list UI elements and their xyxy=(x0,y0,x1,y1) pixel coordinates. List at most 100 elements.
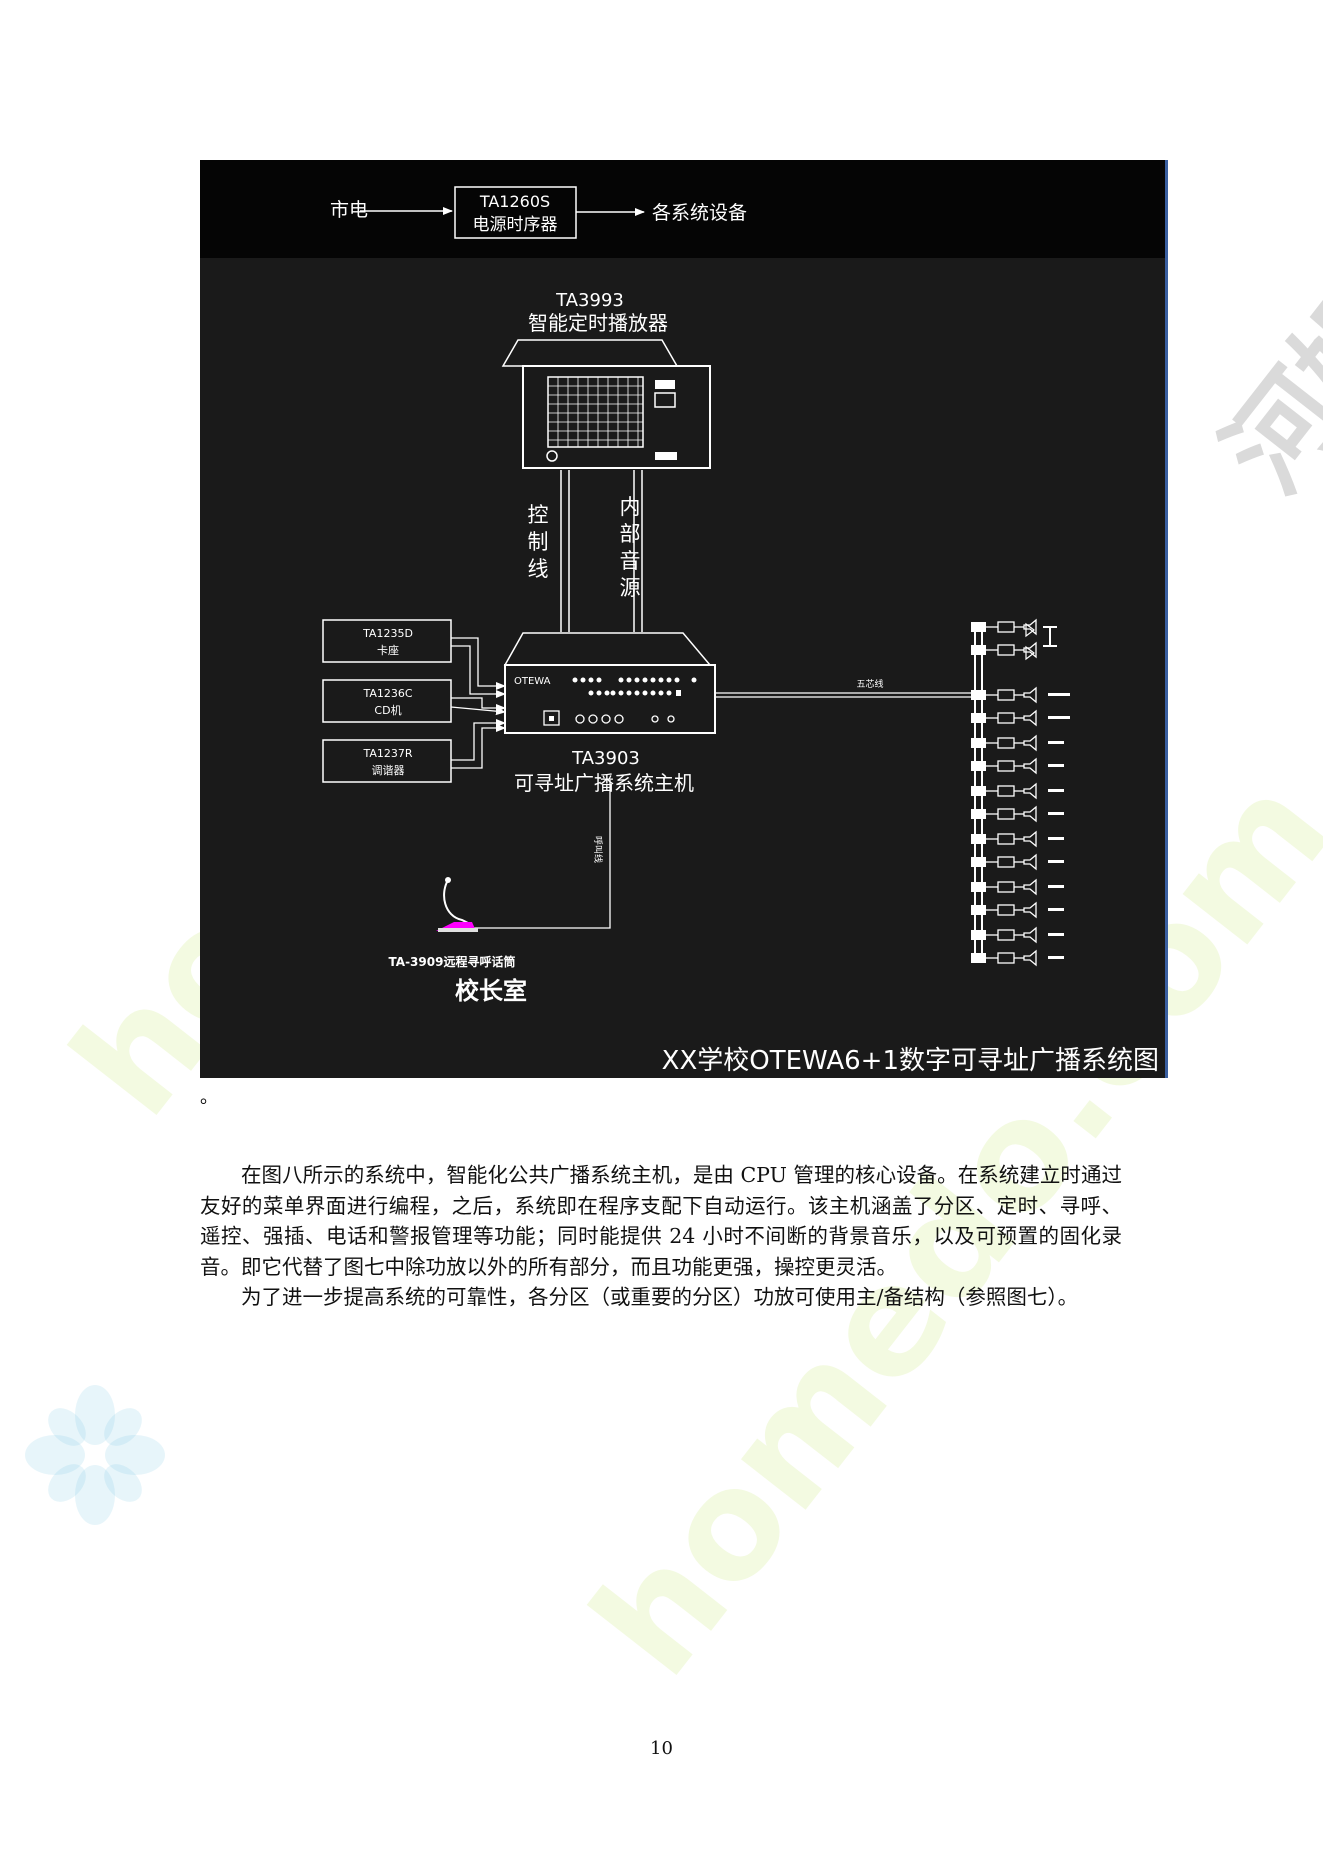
host-model: TA3903 xyxy=(571,748,640,769)
diagram-canvas: 市电 TA1260S 电源时序器 各系统设备 TA3993 智能定时播放器 xyxy=(322,186,1159,1076)
speaker-icon xyxy=(1023,853,1037,871)
zone-module xyxy=(997,808,1015,820)
control-label-3: 线 xyxy=(528,557,549,581)
zone-module xyxy=(997,881,1015,893)
system-diagram: 市电 TA1260S 电源时序器 各系统设备 TA3993 智能定时播放器 xyxy=(200,160,1168,1078)
source-3-name: 调谐器 xyxy=(372,763,405,777)
source-1-name: 卡座 xyxy=(377,643,399,657)
source-label-4: 源 xyxy=(620,576,641,600)
zone-module xyxy=(997,689,1015,701)
zone-marker xyxy=(1048,789,1064,792)
source-label-1: 内 xyxy=(620,495,641,519)
zone-terminal xyxy=(971,809,986,819)
speaker-icon xyxy=(1023,782,1037,800)
source-device-1: TA1235D 卡座 xyxy=(322,619,452,663)
source-label-2: 部 xyxy=(620,522,641,546)
zone-marker xyxy=(1048,933,1064,936)
zone-terminal xyxy=(971,882,986,892)
zone-terminal xyxy=(971,905,986,915)
zone-module xyxy=(997,712,1015,724)
zone-module xyxy=(997,621,1015,633)
source-connectors xyxy=(450,637,506,769)
zone-module xyxy=(997,833,1015,845)
zone-marker xyxy=(1048,764,1064,767)
zone-marker xyxy=(1048,885,1064,888)
speaker-icon xyxy=(1025,645,1035,661)
zone-module xyxy=(997,929,1015,941)
watermark-logo-icon xyxy=(25,1385,165,1525)
host-name: 可寻址广播系统主机 xyxy=(514,771,694,795)
host-device: OTEWA xyxy=(503,632,716,734)
speaker-icon xyxy=(1023,926,1037,944)
sequencer-name: 电源时序器 xyxy=(473,215,558,235)
zone-module xyxy=(997,644,1015,656)
body-text: 在图八所示的系统中，智能化公共广播系统主机，是由 CPU 管理的核心设备。在系统… xyxy=(200,1160,1122,1313)
zone-terminal xyxy=(971,953,986,963)
speaker-icon xyxy=(1023,949,1037,967)
zone-speaker-rows xyxy=(971,618,1070,967)
control-label-1: 控 xyxy=(528,503,549,527)
diagram-caption: XX学校OTEWA6+1数字可寻址广播系统图 xyxy=(662,1046,1159,1076)
paging-microphone-icon xyxy=(436,877,478,932)
stray-punctuation: 。 xyxy=(200,1087,218,1108)
speaker-icon xyxy=(1023,830,1037,848)
paging-line-label: 呼叫线 xyxy=(592,836,604,863)
host-panel-brand: OTEWA xyxy=(514,676,551,687)
zone-terminal xyxy=(971,713,986,723)
source-device-2: TA1236C CD机 xyxy=(322,679,452,723)
zone-marker xyxy=(1048,956,1064,959)
zone-module xyxy=(997,785,1015,797)
timer-player-device xyxy=(501,339,711,469)
source-3-model: TA1237R xyxy=(362,747,412,760)
speaker-icon xyxy=(1023,618,1037,636)
zone-terminal xyxy=(971,738,986,748)
zone-module xyxy=(997,904,1015,916)
speaker-icon xyxy=(1023,734,1037,752)
speaker-icon xyxy=(1023,686,1037,704)
zone-terminal xyxy=(971,622,986,632)
source-1-model: TA1235D xyxy=(362,627,413,640)
diagram-border xyxy=(1165,160,1168,1078)
paragraph: 为了进一步提高系统的可靠性，各分区（或重要的分区）功放可使用主/备结构（参照图七… xyxy=(241,1285,1079,1310)
paging-line xyxy=(472,780,611,929)
zone-terminal xyxy=(971,786,986,796)
zone-marker xyxy=(1048,693,1070,696)
zone-marker xyxy=(1048,716,1070,719)
timer-player-model: TA3993 xyxy=(555,290,624,311)
source-2-model: TA1236C xyxy=(362,687,412,700)
page-number: 10 xyxy=(650,1738,673,1759)
zone-terminal xyxy=(971,930,986,940)
timer-player-name: 智能定时播放器 xyxy=(528,311,668,335)
zone-marker xyxy=(1048,860,1064,863)
speaker-icon xyxy=(1023,757,1037,775)
zone-marker xyxy=(1048,837,1064,840)
zone-module xyxy=(997,760,1015,772)
zone-terminal xyxy=(971,857,986,867)
zone-module xyxy=(997,737,1015,749)
horn-symbol xyxy=(1043,645,1057,647)
zone-terminal xyxy=(971,834,986,844)
speaker-icon xyxy=(1025,622,1035,638)
watermark-text: 河姆渡 xyxy=(1200,175,1323,515)
microphone-label: TA-3909远程寻呼话筒 xyxy=(389,954,516,969)
source-label-3: 音 xyxy=(620,549,641,573)
zone-terminal xyxy=(971,645,986,655)
mains-label: 市电 xyxy=(330,199,368,221)
horn-symbol xyxy=(1049,628,1051,645)
zone-marker xyxy=(1048,908,1064,911)
speaker-icon xyxy=(1023,641,1037,659)
principal-office-label: 校长室 xyxy=(455,977,527,1005)
zone-marker xyxy=(1048,812,1064,815)
output-label: 各系统设备 xyxy=(652,202,747,224)
speaker-icon xyxy=(1023,805,1037,823)
speaker-icon xyxy=(1023,901,1037,919)
zone-terminal xyxy=(971,690,986,700)
zone-marker xyxy=(1048,741,1064,744)
control-label-2: 制 xyxy=(528,530,549,554)
five-core-label: 五芯线 xyxy=(856,678,883,690)
diagram-top-band xyxy=(200,160,1168,258)
sequencer-model: TA1260S xyxy=(479,192,550,211)
zone-module xyxy=(997,856,1015,868)
source-2-name: CD机 xyxy=(374,703,401,717)
zone-module xyxy=(997,952,1015,964)
